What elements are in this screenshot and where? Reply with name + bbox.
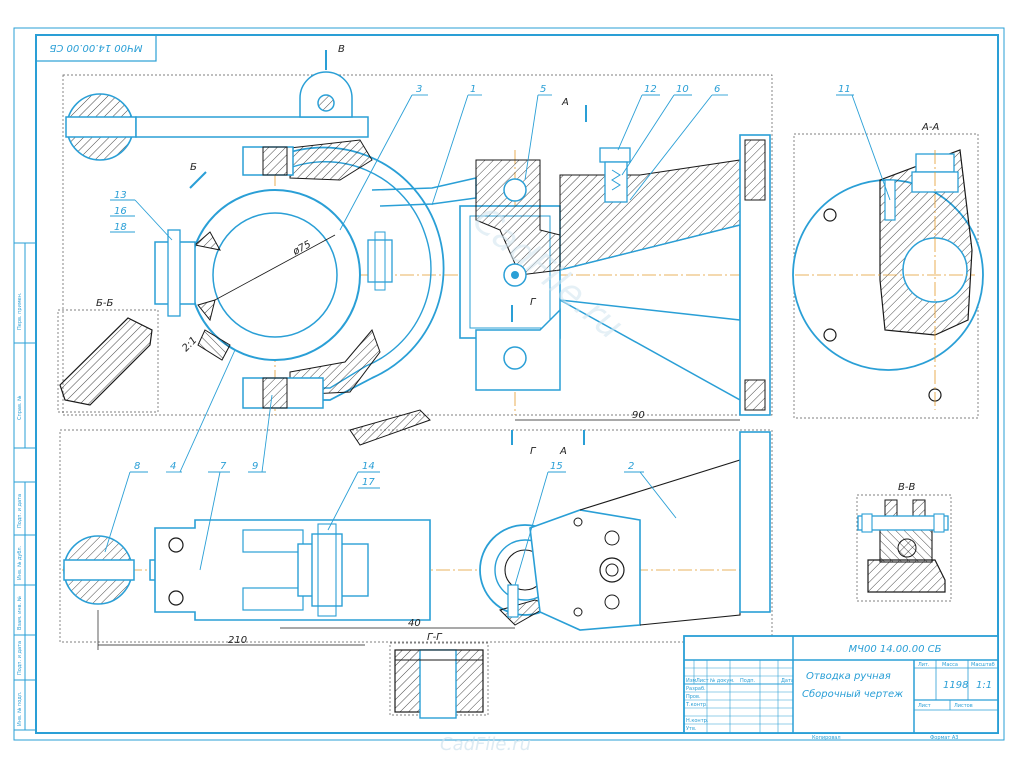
main-view: ø75 В А Б Г Г А 90 2:1 — [65, 44, 771, 457]
copied-label: Копировал — [812, 735, 841, 741]
section-bb-frame — [57, 309, 159, 413]
callout-9: 9 — [252, 461, 258, 472]
title-code: МЧ00 14.00.00 СБ — [849, 644, 942, 655]
cut-b-mark: Б — [190, 162, 197, 173]
side-inv-dubl: Инв. № дубл. — [17, 545, 23, 580]
title-name-line1: Отводка ручная — [806, 671, 891, 682]
section-vv-label: В-В — [898, 482, 915, 493]
col-doc: № докум. — [710, 678, 735, 684]
col-sheet: Лист — [918, 703, 931, 709]
side-sprav: Справ. № — [17, 395, 23, 420]
cut-g-mark: Г — [530, 297, 537, 308]
callout-11: 11 — [838, 84, 851, 95]
section-bb-label: Б-Б — [96, 298, 113, 309]
role-tcontr: Т.контр. — [685, 702, 708, 708]
section-aa: А-А 11 — [792, 84, 984, 410]
callout-1: 1 — [470, 84, 476, 95]
lower-view: 210 40 — [62, 431, 771, 650]
role-ncontr: Н.контр. — [686, 718, 709, 724]
side-perv-primen: Перв. примен. — [17, 292, 23, 330]
title-name-line2: Сборочный чертеж — [802, 688, 903, 700]
lower-view-frame — [59, 429, 773, 643]
col-mass: Масса — [942, 662, 958, 668]
role-dev: Разраб. — [686, 686, 706, 692]
cut-v-mark: В — [338, 44, 345, 55]
format-label: Формат A3 — [930, 735, 958, 741]
callout-7: 7 — [220, 461, 227, 472]
callout-8: 8 — [134, 461, 140, 472]
title-mass: 1198 — [943, 680, 968, 691]
col-scale: Масштаб — [971, 662, 995, 668]
col-date: Дата — [781, 678, 794, 684]
callout-13: 13 — [114, 190, 127, 201]
dim-mid-label: 40 — [408, 618, 421, 629]
section-vv: В-В — [857, 482, 949, 593]
callout-3: 3 — [416, 84, 422, 95]
col-change: Изм. — [686, 678, 698, 684]
callout-17: 17 — [362, 477, 375, 488]
section-bb: Б-Б — [59, 298, 153, 406]
cut-a-mark-bottom: А — [559, 446, 567, 457]
cut-a-mark: А — [561, 97, 569, 108]
side-strip: Перв. примен. Справ. № Подп. и дата Инв.… — [13, 242, 37, 731]
rotated-code-box: МЧ00 14.00.00 СБ — [35, 34, 157, 62]
title-block: МЧ00 14.00.00 СБ Отводка ручная Сборочны… — [683, 635, 999, 734]
section-gg-frame — [389, 642, 489, 716]
callout-10: 10 — [676, 84, 689, 95]
cut-g-mark-bottom: Г — [530, 446, 537, 457]
main-view-frame — [62, 74, 773, 416]
section-aa-label: А-А — [921, 122, 939, 133]
watermark-bottom: CadFile.ru — [440, 734, 531, 755]
callout-18: 18 — [114, 222, 127, 233]
dim-right-label: 90 — [632, 410, 645, 421]
callout-2: 2 — [628, 461, 634, 472]
dim-left-label: 210 — [228, 635, 247, 646]
main-view-callouts: 3 1 5 12 10 6 13 16 18 4 9 — [110, 84, 728, 473]
rotated-code-text: МЧ00 14.00.00 СБ — [49, 42, 142, 53]
callout-4: 4 — [170, 461, 176, 472]
col-lit: Лит. — [918, 662, 930, 668]
side-podp-data-1: Подп. и дата — [17, 494, 23, 528]
col-list: Лист — [696, 678, 709, 684]
section-gg-label: Г-Г — [427, 632, 443, 643]
callout-5: 5 — [540, 84, 546, 95]
role-check: Пров. — [686, 694, 701, 700]
callout-12: 12 — [644, 84, 657, 95]
col-sheets: Листов — [954, 703, 973, 709]
callout-6: 6 — [714, 84, 720, 95]
callout-14: 14 — [362, 461, 375, 472]
callout-15: 15 — [550, 461, 563, 472]
role-appr: Утв. — [686, 726, 697, 732]
section-gg: Г-Г — [394, 632, 484, 719]
title-scale: 1:1 — [976, 680, 992, 691]
dim-small-label: 2:1 — [180, 335, 199, 354]
side-podp-data-2: Подп. и дата — [17, 641, 23, 675]
side-inv-podl: Инв. № подл. — [17, 691, 23, 726]
side-vzam-inv: Взам. инв. № — [17, 595, 23, 630]
callout-16: 16 — [114, 206, 127, 217]
lower-view-callouts: 8 7 14 17 15 2 — [104, 461, 677, 586]
col-sign: Подп. — [740, 678, 756, 684]
